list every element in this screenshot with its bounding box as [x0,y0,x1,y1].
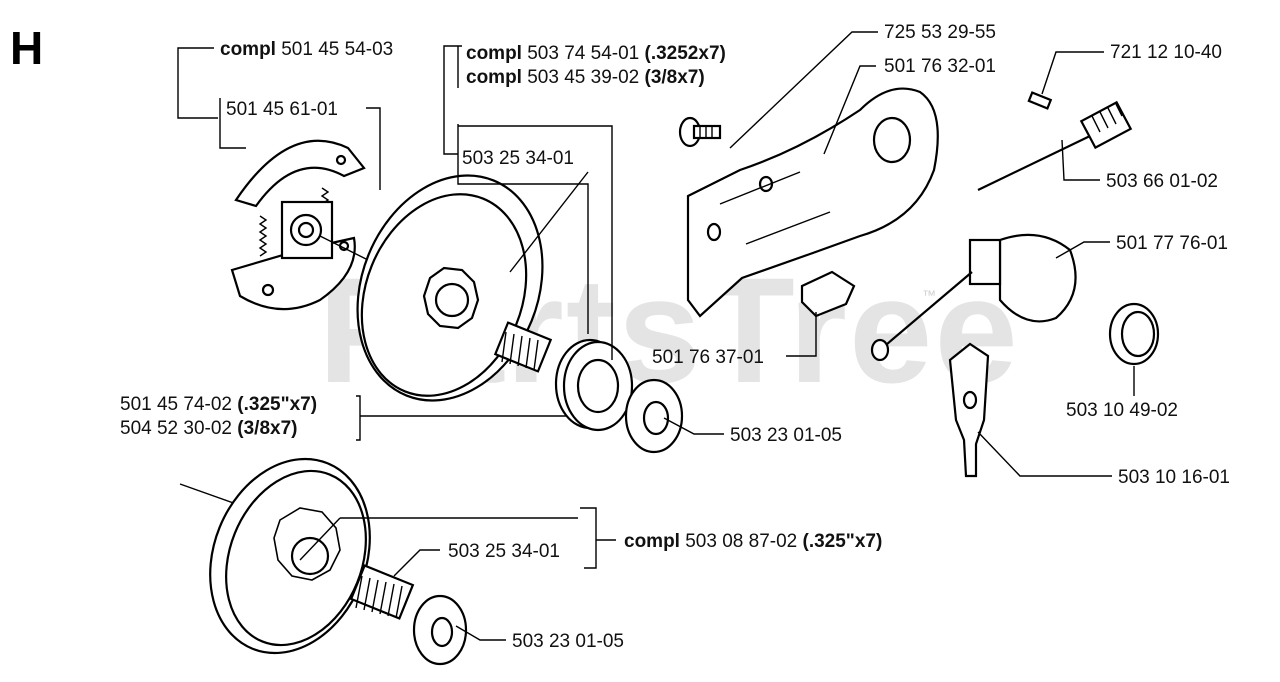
rim-sprocket [554,338,634,432]
small-block [800,270,856,318]
label-503-25-34-01-lower: 503 25 34-01 [448,541,560,562]
label-504-52-30-02: 504 52 30-02 (3/8x7) [120,418,297,439]
label-503-23-01-05-lower: 503 23 01-05 [512,631,624,652]
needle-bearing-lower [349,564,415,620]
coil-spring [1108,302,1160,366]
label-503-23-01-05-upper: 503 23 01-05 [730,425,842,446]
label-721-12-10-40: 721 12 10-40 [1110,42,1222,63]
clutch-drum-upper [356,174,544,402]
label-501-45-54-03: compl 501 45 54-03 [220,39,393,60]
section-letter: H [10,22,43,74]
label-501-45-61-01: 501 45 61-01 [226,99,338,120]
watermark-trademark: ™ [922,287,936,303]
label-503-10-16-01: 503 10 16-01 [1118,467,1230,488]
label-501-77-76-01: 501 77 76-01 [1116,233,1228,254]
clutch-assembly [230,139,381,311]
clutch-drum-lower [179,457,371,655]
part-labels: compl 501 45 54-03 501 45 61-01 compl 50… [120,22,1230,652]
pin [1027,91,1053,110]
clutch-shoe-top [234,139,366,208]
oil-pump-bracket [870,233,1077,362]
tensioner-rod [977,100,1133,191]
washer-upper [624,378,684,454]
screw [678,116,722,148]
label-503-25-34-01-upper: 503 25 34-01 [462,148,574,169]
label-503-74-54-01: compl 503 74 54-01 (.3252x7) [466,43,726,64]
label-501-76-32-01: 501 76 32-01 [884,56,996,77]
label-503-08-87-02: compl 503 08 87-02 (.325"x7) [624,531,882,552]
label-503-66-01-02: 503 66 01-02 [1106,171,1218,192]
guide-plate [686,87,939,318]
lever [948,342,990,478]
label-501-76-37-01: 501 76 37-01 [652,347,764,368]
label-725-53-29-55: 725 53 29-55 [884,22,996,43]
leader-lines [177,31,1135,641]
label-503-10-49-02: 503 10 49-02 [1066,400,1178,421]
washer-lower [412,594,468,666]
label-503-45-39-02: compl 503 45 39-02 (3/8x7) [466,67,705,88]
label-501-45-74-02: 501 45 74-02 (.325"x7) [120,394,317,415]
needle-bearing-upper [493,321,553,373]
